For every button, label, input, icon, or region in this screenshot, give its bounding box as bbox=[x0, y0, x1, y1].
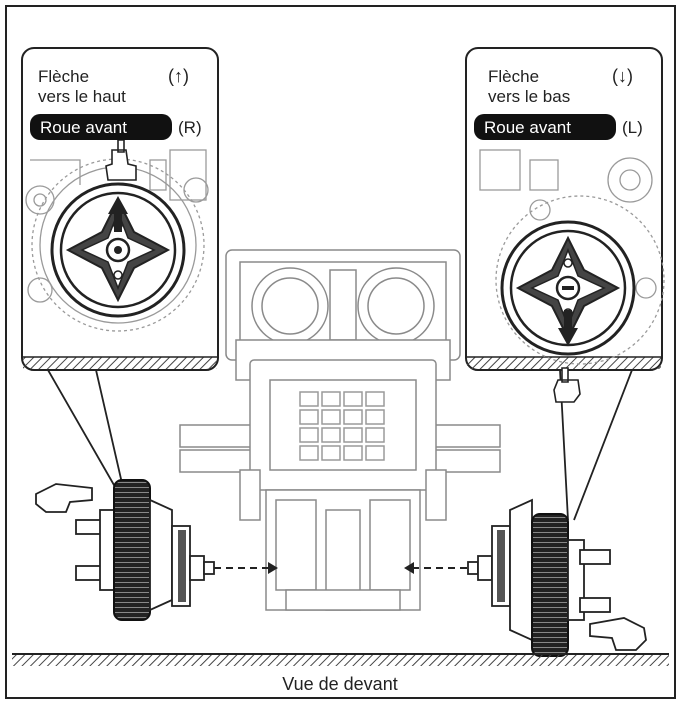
mechanism-right bbox=[479, 149, 665, 365]
ground-hatch bbox=[12, 654, 669, 666]
right-panel-line1: Flèche bbox=[488, 67, 539, 86]
left-panel-tag: Roue avant bbox=[40, 118, 127, 137]
left-panel-side: (R) bbox=[178, 118, 202, 137]
wheel-side-left bbox=[75, 479, 215, 621]
robot-body bbox=[179, 249, 501, 611]
arrow-down-icon bbox=[558, 310, 578, 346]
left-panel-line1: Flèche bbox=[38, 67, 89, 86]
guide-arrowhead-left bbox=[268, 562, 278, 574]
wheel-face-left bbox=[50, 182, 186, 318]
panel-hatch-left bbox=[23, 357, 217, 369]
left-panel-arrow-glyph: (↑) bbox=[168, 66, 189, 86]
right-panel-side: (L) bbox=[622, 118, 643, 137]
right-panel-tag-bg bbox=[474, 114, 616, 140]
figure-caption: Vue de devant bbox=[282, 674, 397, 694]
pointing-hand-icon bbox=[35, 483, 93, 513]
right-panel-line2: vers le bas bbox=[488, 87, 570, 106]
pointing-hand-icon bbox=[553, 367, 581, 403]
guide-arrowhead-right bbox=[404, 562, 414, 574]
panel-hatch-right bbox=[467, 357, 661, 369]
right-panel-arrow-glyph: (↓) bbox=[612, 66, 633, 86]
left-panel-line2: vers le haut bbox=[38, 87, 126, 106]
arrow-up-icon bbox=[108, 196, 128, 232]
pointing-hand-icon bbox=[589, 617, 647, 651]
left-panel-tag-bg bbox=[30, 114, 172, 140]
wheel-side-right bbox=[467, 498, 611, 657]
right-panel-tag: Roue avant bbox=[484, 118, 571, 137]
callout-pointer-left bbox=[47, 369, 125, 493]
